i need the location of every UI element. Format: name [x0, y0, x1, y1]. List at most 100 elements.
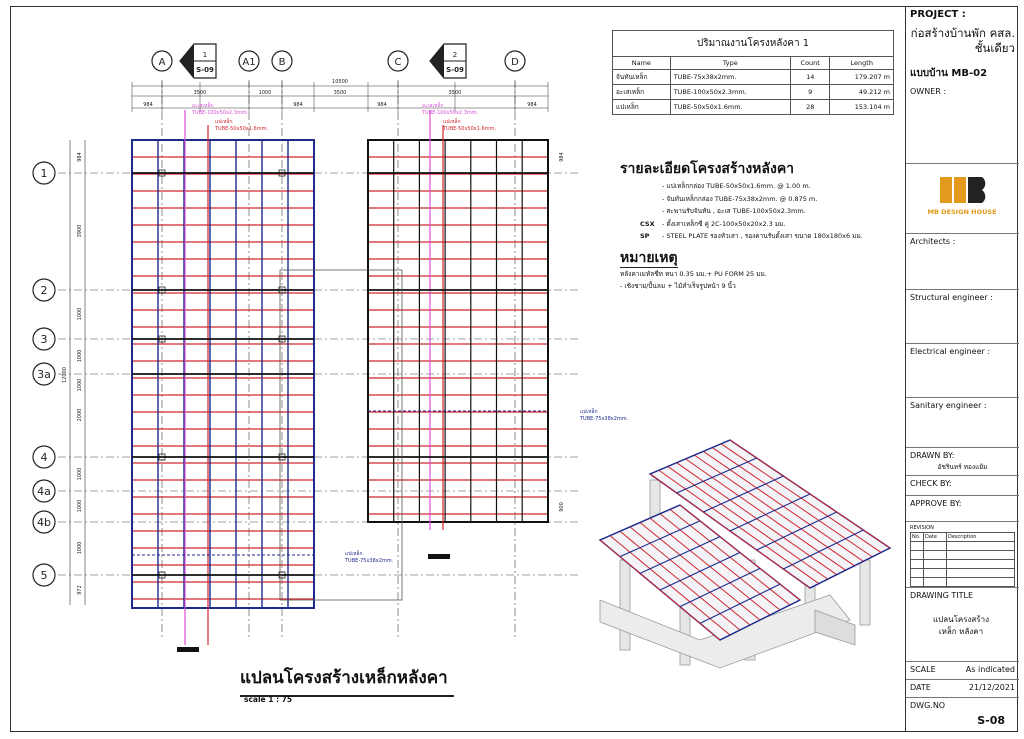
- dwg-number: S-08: [977, 714, 1005, 727]
- table-cell: จันทันเหล็ก: [612, 69, 671, 85]
- grid-bubble: [32, 563, 56, 587]
- grid-label: 3a: [37, 368, 51, 381]
- dimension-text: 984: [559, 152, 565, 162]
- iso-rafter: [649, 439, 731, 475]
- note-item: - สะพานรับจันทัน , อะเส TUBE-100x50x2.3m…: [662, 207, 806, 215]
- check-cell: CHECK BY:: [906, 476, 1019, 496]
- iso-rafter: [809, 547, 891, 589]
- grid-label: C: [395, 57, 402, 68]
- company-logo: MB DESIGN HOUSE: [927, 177, 997, 216]
- callout-text: TUBE-50x50x1.6mm.: [442, 126, 496, 132]
- table-cell: TUBE-100x50x2.3mm.: [669, 84, 791, 100]
- quantity-header: Type: [669, 56, 791, 70]
- callout-text: แปเหล็ก: [215, 117, 233, 125]
- electrical-cell: Electrical engineer :: [906, 344, 1019, 398]
- note-item: CSX- ตั้งเสาเหล็กซี คู่ 2C-100x50x20x2.3…: [640, 219, 786, 228]
- house-type: แบบบ้าน MB-02: [910, 68, 988, 79]
- table-cell: 49.212 m: [829, 84, 894, 100]
- dimension-text: 12000: [62, 367, 68, 383]
- dimension-text: 984: [527, 102, 537, 108]
- callout-text: TUBE-50x50x1.6mm.: [214, 126, 268, 132]
- drawing-title-label: DRAWING TITLE: [910, 591, 974, 600]
- callout-text: TUBE-100x50x2.3mm.: [191, 110, 249, 116]
- table-cell: อะเสเหล็ก: [612, 84, 671, 100]
- dimension-text: 1000: [77, 468, 83, 481]
- grid-bubble: [151, 50, 173, 72]
- section-cut-mark: [428, 554, 450, 559]
- note-item: - แปเหล็กกล่อง TUBE-50x50x1.6mm. @ 1.00 …: [662, 182, 811, 190]
- drawing-title-value: แปลนโครงสร้างเหล็ก หลังคา: [932, 615, 990, 636]
- logo-cell: MB DESIGN HOUSE: [906, 164, 1019, 234]
- dimension-text: 1000: [77, 542, 83, 555]
- dimension-text: 1000: [77, 379, 83, 392]
- table-cell: 14: [789, 69, 831, 85]
- dimension-text: 984: [293, 102, 303, 108]
- sanitary-cell: Sanitary engineer :: [906, 398, 1019, 448]
- grid-bubble: [238, 50, 260, 72]
- grid-bubble: [32, 510, 56, 534]
- grid-bubble: [32, 362, 56, 386]
- owner-label: OWNER :: [910, 87, 947, 96]
- drawn-name: อัชรินทร์ ทองแย้ม: [937, 463, 988, 471]
- drawing-title-cell: DRAWING TITLE แปลนโครงสร้างเหล็ก หลังคา: [906, 588, 1019, 662]
- grid-bubble: [32, 278, 56, 302]
- dimension-text: 900: [559, 502, 565, 512]
- iso-rafter: [619, 520, 701, 558]
- iso-rafter: [756, 511, 837, 551]
- grid-label: 2: [41, 284, 48, 297]
- iso-rafter: [783, 529, 864, 570]
- iso-column: [859, 559, 871, 626]
- callout-text: แปเหล็ก: [345, 549, 363, 557]
- dimension-text: 1000: [77, 500, 83, 513]
- table-cell: แปเหล็ก: [612, 99, 671, 115]
- callout-text: TUBE-75x38x2mm.: [344, 558, 394, 564]
- structure-notes: รายละเอียดโครงสร้างหลังคา - แปเหล็กกล่อง…: [620, 160, 900, 293]
- iso-rafter: [729, 493, 811, 532]
- dimension-text: 3900: [77, 225, 83, 238]
- dimension-text: 1000: [259, 90, 272, 96]
- title-block: PROJECT : ก่อสร้างบ้านพัก คสล. ชั้นเดียว…: [905, 6, 1019, 732]
- grid-bubble: [271, 50, 293, 72]
- quantity-table: ปริมาณงานโครงหลังคา 1 Name Type Count Le…: [612, 30, 894, 115]
- grid-bubble: [32, 479, 56, 503]
- note-item: - จันทันเหล็กกล่อง TUBE-75x38x2mm. @ 0.8…: [662, 194, 818, 203]
- iso-rafter: [659, 552, 741, 591]
- grid-bubble: [504, 50, 526, 72]
- table-row: แปเหล็ก TUBE-50x50x1.6mm. 28 153.104 m: [612, 99, 894, 115]
- section-number: 1: [203, 51, 207, 59]
- dimension-text: 984: [77, 152, 83, 162]
- table-row: จันทันเหล็ก TUBE-75x38x2mm. 14 179.207 m: [612, 69, 894, 85]
- grid-bubble: [32, 445, 56, 469]
- quantity-header: Count: [789, 56, 831, 70]
- section-number: 2: [453, 51, 457, 59]
- connector-outline: [279, 269, 403, 601]
- quantity-header: Name: [612, 56, 671, 70]
- section-ref: S-09: [196, 66, 214, 74]
- roof-outline: [367, 139, 549, 523]
- quantity-header-row: Name Type Count Length: [612, 56, 894, 70]
- quantity-header: Length: [829, 56, 894, 70]
- remarks-heading: หมายเหตุ: [620, 249, 678, 268]
- table-cell: TUBE-50x50x1.6mm.: [669, 99, 791, 115]
- table-cell: TUBE-75x38x2mm.: [669, 69, 791, 85]
- grid-label: A1: [242, 57, 255, 68]
- structural-cell: Structural engineer :: [906, 290, 1019, 344]
- project-label: PROJECT :: [910, 9, 966, 20]
- architects-cell: Architects :: [906, 234, 1019, 290]
- callout-text: TUBE-100x50x2.3mm.: [421, 110, 479, 116]
- iso-rafter: [699, 583, 781, 624]
- dimension-text: 972: [77, 585, 83, 595]
- iso-rafter: [679, 567, 761, 608]
- table-cell: 179.207 m: [829, 69, 894, 85]
- iso-rafter: [639, 536, 721, 574]
- logo-text: MB DESIGN HOUSE: [927, 208, 996, 216]
- section-ref: S-09: [446, 66, 464, 74]
- dimension-text: 1000: [77, 308, 83, 321]
- table-cell: 28: [789, 99, 831, 115]
- grid-label: 4b: [37, 516, 51, 529]
- callout-text: แปเหล็ก: [580, 407, 598, 415]
- drawing-scale: scale 1 : 75: [244, 695, 293, 704]
- section-arrow: [180, 44, 194, 78]
